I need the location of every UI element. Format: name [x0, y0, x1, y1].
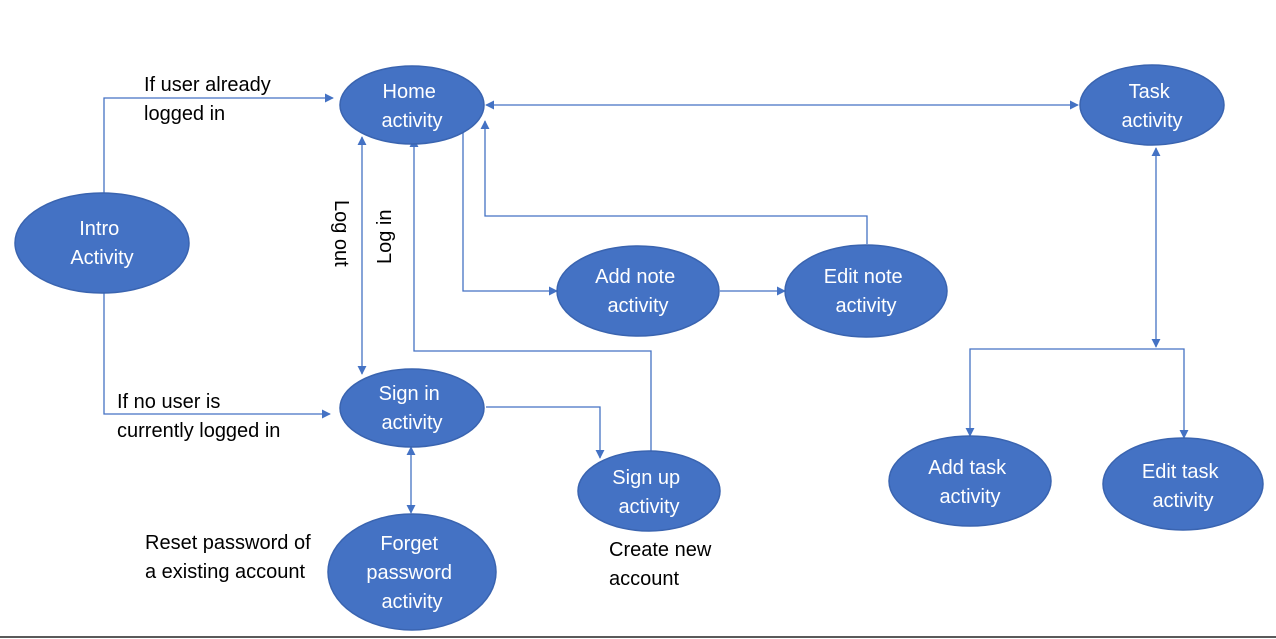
label-if-user-already-logged-in: If user already logged in: [144, 74, 276, 125]
node-label-line: activity: [381, 412, 442, 434]
label-log-in: Log in: [374, 210, 396, 265]
label-line: Reset password of: [145, 532, 311, 554]
node-label-line: Sign in: [379, 383, 440, 405]
node-label-line: Task: [1129, 81, 1171, 103]
connector-intro-to-sign-in: [103, 292, 331, 419]
node-intro-activity: Intro Activity: [14, 192, 190, 294]
node-edit-task-activity: Edit task activity: [1102, 437, 1264, 531]
label-log-out: Log out: [330, 200, 352, 267]
label-line: currently logged in: [117, 420, 280, 442]
node-label-line: activity: [381, 591, 442, 613]
svg-text:Forget password ac: Forget password activity: [366, 533, 457, 613]
bottom-divider: [0, 636, 1276, 638]
node-forget-password-activity: Forget password activity: [327, 513, 497, 631]
node-label-line: activity: [607, 295, 668, 317]
svg-text:Sign up activity: Sign up activity: [612, 467, 685, 518]
node-label-line: Edit note: [824, 266, 903, 288]
svg-text:Sign in activity: Sign in activity: [379, 383, 446, 434]
node-label-line: Add note: [595, 266, 675, 288]
label-if-no-user-logged-in: If no user is currently logged in: [117, 391, 280, 442]
label-line: account: [609, 568, 679, 590]
svg-text:Intro Activity: Intro Activity: [70, 218, 133, 269]
connectors: [103, 93, 1189, 514]
svg-text:Edit note activity: Edit note activity: [824, 266, 909, 317]
node-edit-note-activity: Edit note activity: [784, 244, 948, 338]
node-label-line: Sign up: [612, 467, 680, 489]
node-task-activity: Task activity: [1079, 64, 1225, 146]
node-label-line: activity: [618, 496, 679, 518]
node-label-line: activity: [939, 486, 1000, 508]
svg-text:Add task activity: Add task activity: [928, 457, 1011, 508]
svg-text:Home activity: Home activity: [381, 81, 442, 132]
connector-branch-to-edit-task: [1156, 348, 1189, 439]
node-sign-up-activity: Sign up activity: [577, 450, 721, 532]
node-home-activity: Home activity: [339, 65, 485, 145]
node-label-line: activity: [1152, 490, 1213, 512]
connector-edit-note-to-home: [480, 120, 868, 244]
node-label-line: password: [366, 562, 452, 584]
node-label-line: Forget: [380, 533, 438, 555]
node-label-line: activity: [381, 110, 442, 132]
node-label-line: Edit task: [1142, 461, 1220, 483]
connector-sign-up-to-home: [409, 138, 652, 452]
node-label-line: activity: [835, 295, 896, 317]
connector-branch-to-add-task: [965, 348, 1156, 437]
svg-text:Task activity: Task activity: [1121, 81, 1182, 132]
connector-intro-to-home: [103, 93, 334, 193]
connector-home-to-add-note: [462, 133, 558, 296]
node-sign-in-activity: Sign in activity: [339, 368, 485, 448]
svg-text:Add note activity: Add note activity: [595, 266, 681, 317]
node-label-line: Add task: [928, 457, 1007, 479]
label-reset-password: Reset password of a existing account: [145, 532, 316, 583]
node-label-line: Intro: [79, 218, 119, 240]
label-line: If user already: [144, 74, 271, 96]
label-line: If no user is: [117, 391, 220, 413]
node-add-note-activity: Add note activity: [556, 245, 720, 337]
label-line: Create new: [609, 539, 712, 561]
label-line: logged in: [144, 103, 225, 125]
node-label-line: Home: [383, 81, 436, 103]
svg-text:Edit task activity: Edit task activity: [1142, 461, 1224, 512]
node-label-line: Activity: [70, 247, 133, 269]
label-line: a existing account: [145, 561, 306, 583]
node-add-task-activity: Add task activity: [888, 435, 1052, 527]
connector-sign-in-to-sign-up: [486, 406, 605, 459]
label-create-new-account: Create new account: [609, 539, 717, 590]
node-label-line: activity: [1121, 110, 1182, 132]
